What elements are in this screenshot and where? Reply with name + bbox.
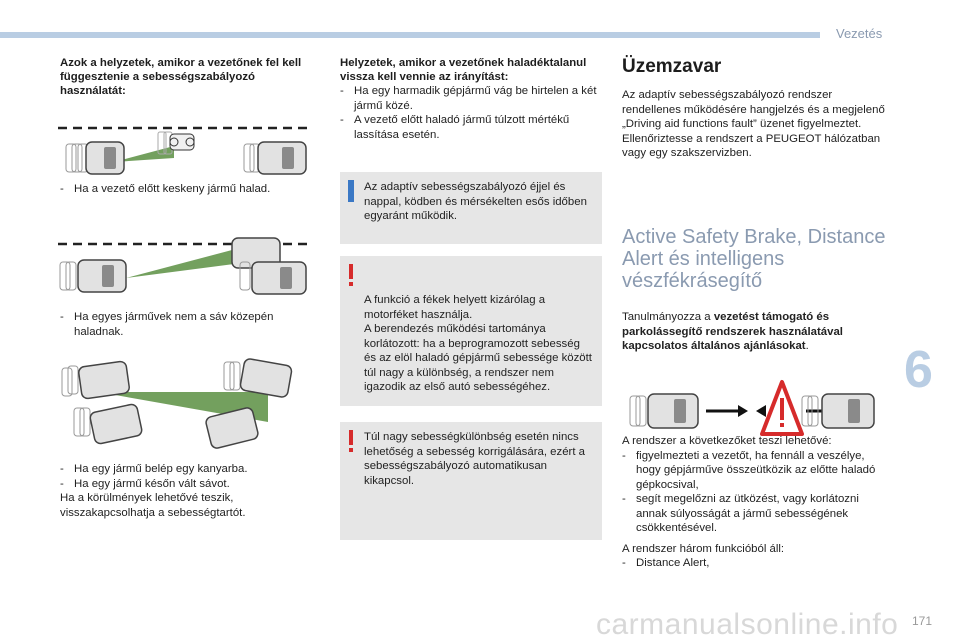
takeover-item-2: A vezető előtt haladó jármű túlzott mért… [340, 113, 602, 142]
column-takeover-situations: Helyzetek, amikor a vezetőnek haladéktal… [340, 56, 602, 142]
asb-details: A rendszer a következőket teszi lehetővé… [622, 434, 888, 571]
allows-title: A rendszer a következőket teszi lehetővé… [622, 435, 832, 447]
suspend-item-3-text: Ha egy jármű belép egy kanyarba. [60, 462, 312, 477]
allows-item-1: figyelmezteti a vezetőt, ha fennáll a ve… [622, 449, 888, 493]
illustration-narrow-vehicle [56, 118, 316, 198]
suspend-items-3-4: Ha egy jármű belép egy kanyarba. Ha egy … [60, 462, 312, 520]
asb-intro-pre: Tanulmányozza a [622, 311, 714, 323]
asb-intro-bold: vezetést támogató és parkolássegítő rend… [622, 311, 843, 352]
warning-box-1: A funkció a fékek helyett kizárólag a mo… [340, 256, 602, 406]
watermark: carmanualsonline.info [596, 608, 899, 641]
takeover-item-1: Ha egy harmadik gépjármű vág be hirtelen… [340, 84, 602, 113]
takeover-title: Helyzetek, amikor a vezetőnek haladéktal… [340, 57, 587, 83]
functions-title: A rendszer három funkcióból áll: [622, 542, 785, 555]
section-title: Vezetés [836, 26, 883, 41]
suspend-item-1-text: Ha a vezető előtt keskeny jármű halad. [60, 182, 308, 197]
functions-item-1: Distance Alert, [622, 556, 888, 571]
illustration-curve-lane-change [58, 352, 308, 452]
asb-intro-post: . [805, 340, 809, 352]
asb-intro: Tanulmányozza a vezetést támogató és par… [622, 310, 886, 354]
page-number: 171 [912, 614, 933, 628]
info-icon [348, 180, 354, 202]
fault-title: Üzemzavar [622, 56, 722, 77]
column-suspend-situations: Azok a helyzetek, amikor a vezetőnek fel… [60, 56, 308, 98]
illustration-collision-warning [626, 378, 888, 444]
asb-title: Active Safety Brake, Distance Alert és i… [622, 226, 886, 292]
info-box-text: Az adaptív sebességszabályozó éjjel és n… [364, 181, 587, 222]
suspend-title: Azok a helyzetek, amikor a vezetőnek fel… [60, 57, 302, 97]
asb-section: Active Safety Brake, Distance Alert és i… [622, 226, 898, 354]
warning-box-2: Túl nagy sebességkülönbség esetén nincs … [340, 422, 602, 540]
suspend-item-2-text: Ha egyes járművek nem a sáv közepén hala… [60, 310, 308, 339]
warning-box-2-text: Túl nagy sebességkülönbség esetén nincs … [364, 431, 585, 487]
illustration-off-center-vehicles [56, 236, 316, 300]
warning-icon [348, 430, 354, 452]
fault-text-2: Ellenőriztesse a rendszert a PEUGEOT hál… [622, 132, 881, 160]
column-fault-and-asb: Üzemzavar Az adaptív sebességszabályozó … [622, 56, 888, 161]
info-box: Az adaptív sebességszabályozó éjjel és n… [340, 172, 602, 244]
chapter-number: 6 [904, 341, 933, 399]
header-bar [0, 32, 820, 38]
warning-box-1-text: A funkció a fékek helyett kizárólag a mo… [364, 294, 592, 393]
fault-text-1: Az adaptív sebességszabályozó rendszer r… [622, 89, 885, 130]
suspend-item-1: Ha a vezető előtt keskeny jármű halad. [60, 182, 308, 197]
suspend-item-4-text: Ha egy jármű későn vált sávot. [60, 477, 312, 492]
warning-icon [348, 264, 354, 286]
suspend-item-2: Ha egyes járművek nem a sáv közepén hala… [60, 310, 308, 339]
allows-item-2: segít megelőzni az ütközést, vagy korlát… [622, 492, 888, 536]
suspend-footer: Ha a körülmények lehetővé teszik, vissza… [60, 492, 246, 519]
